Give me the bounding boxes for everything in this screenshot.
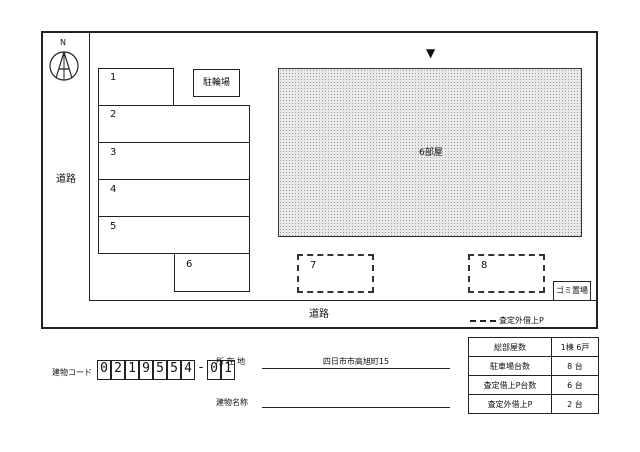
parking-stall-6: 6 [174, 253, 250, 292]
stats-label: 査定借上P台数 [468, 375, 552, 395]
parking-stall-label: 1 [110, 72, 117, 83]
bicycle-parking-box: 駐輪場 [193, 69, 240, 97]
stats-value: 1棟 6戸 [551, 337, 599, 357]
code-digit: 2 [111, 360, 125, 380]
parking-stall-label: 4 [110, 184, 117, 195]
parking-stall-1: 1 [98, 68, 174, 106]
stats-value: 6 台 [551, 375, 599, 395]
address-value: 四日市市高旭町15 [262, 357, 450, 369]
table-row: 総部屋数 1棟 6戸 [468, 337, 599, 357]
outside-parking-7: 7 [297, 254, 374, 293]
stats-label: 査定外借上P [468, 394, 552, 414]
code-digit: 0 [207, 360, 221, 380]
code-digit: 4 [181, 360, 195, 380]
outside-parking-label: 7 [310, 260, 317, 271]
parking-stall-2: 2 [98, 105, 250, 143]
outside-parking-label: 8 [481, 260, 488, 271]
compass-icon: N [48, 38, 82, 86]
parking-stall-label: 3 [110, 147, 117, 158]
bottom-road-boundary [89, 300, 598, 301]
stats-table-wrapper: 総部屋数 1棟 6戸 駐車場台数 8 台 査定借上P台数 6 台 査定外借上P … [468, 337, 599, 414]
code-digit: 1 [125, 360, 139, 380]
parking-stall-4: 4 [98, 179, 250, 217]
stats-label: 総部屋数 [468, 337, 552, 357]
site-plan-frame [41, 31, 598, 329]
building-name-value [262, 396, 450, 408]
legend-label: 査定外借上P [499, 316, 544, 325]
left-road-boundary [89, 31, 90, 301]
stats-value: 8 台 [551, 356, 599, 376]
code-digit: 9 [139, 360, 153, 380]
parking-stall-label: 2 [110, 109, 117, 120]
stats-table: 総部屋数 1棟 6戸 駐車場台数 8 台 査定借上P台数 6 台 査定外借上P … [468, 337, 599, 414]
entrance-marker-icon: ▼ [426, 46, 436, 60]
building-code-digits: 0 2 1 9 5 5 4 - 0 1 [97, 360, 235, 380]
parking-stall-label: 6 [186, 259, 193, 270]
table-row: 駐車場台数 8 台 [468, 356, 599, 376]
parking-stall-label: 5 [110, 221, 117, 232]
road-bottom-label: 道路 [309, 309, 329, 320]
code-separator: - [197, 360, 205, 375]
outside-parking-8: 8 [468, 254, 545, 293]
garbage-area-box: ゴミ置場 [553, 281, 591, 301]
table-row: 査定外借上P 2 台 [468, 394, 599, 414]
building-label: 6部屋 [419, 148, 443, 158]
building-footprint: 6部屋 [278, 68, 582, 237]
stats-label: 駐車場台数 [468, 356, 552, 376]
building-code-label: 建物コード [52, 368, 92, 377]
legend-dash-sample [470, 320, 496, 322]
address-label: 所 在 地 [216, 357, 246, 366]
building-name-label: 建物名称 [216, 398, 248, 407]
stats-value: 2 台 [551, 394, 599, 414]
road-left-label: 道路 [56, 174, 76, 185]
table-row: 査定借上P台数 6 台 [468, 375, 599, 395]
compass-north-label: N [60, 38, 66, 47]
parking-stall-5: 5 [98, 216, 250, 254]
code-digit: 5 [167, 360, 181, 380]
parking-stall-3: 3 [98, 142, 250, 180]
code-digit: 5 [153, 360, 167, 380]
code-digit: 1 [221, 360, 235, 380]
code-digit: 0 [97, 360, 111, 380]
